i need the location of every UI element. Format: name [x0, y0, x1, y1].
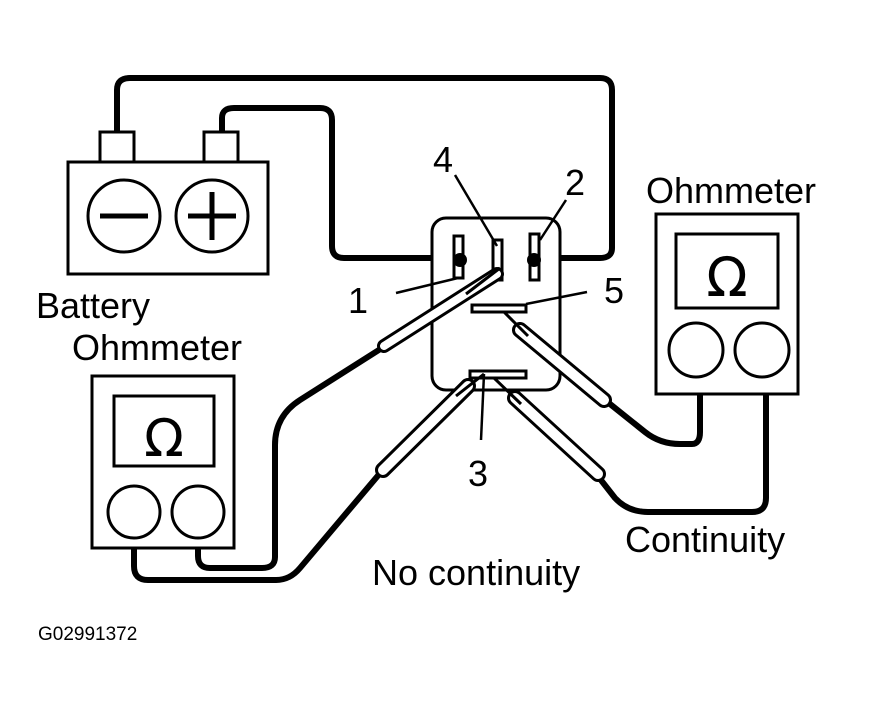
ohmmeter-right-label: Ohmmeter [646, 170, 816, 211]
battery-negative-wire [114, 75, 615, 261]
leader-4 [453, 174, 499, 247]
leader-3 [479, 373, 486, 441]
battery-positive-post [202, 130, 240, 166]
leader-2 [538, 199, 568, 241]
probe-right-terminal-3 [492, 376, 606, 482]
ohm-icon: Ω [706, 246, 747, 309]
left-meter-probe-3-wire [131, 469, 384, 583]
battery [66, 130, 270, 276]
leader-5 [525, 290, 588, 306]
ohmmeter-right-display [674, 232, 780, 310]
battery-label: Battery [36, 285, 150, 326]
battery-negative-post [98, 130, 136, 166]
left-meter-probe-4-wire [195, 345, 385, 571]
terminal-1-connection [453, 253, 467, 267]
terminal-5-label: 5 [604, 270, 624, 311]
probe-right-terminal-5 [502, 310, 612, 408]
ohmmeter-right-jack-2 [733, 321, 791, 379]
terminal-3-pin [468, 369, 528, 380]
ohmmeter-left-display [112, 394, 216, 468]
probe-left-terminal-4 [377, 266, 504, 353]
ohmmeter-left-jack-2 [170, 484, 226, 540]
right-meter-probe-3-wire [594, 367, 769, 515]
ohmmeter-left [90, 374, 236, 550]
battery-positive-wire [219, 105, 463, 261]
terminal-2-label: 2 [565, 162, 585, 203]
ohmmeter-right [654, 212, 800, 396]
leader-1 [395, 276, 459, 295]
terminal-2-connection [527, 253, 541, 267]
ohm-icon: Ω [144, 409, 184, 469]
right-meter-probe-5-wire [602, 367, 703, 447]
no-continuity-label: No continuity [372, 552, 580, 593]
ohmmeter-left-label: Ohmmeter [72, 327, 242, 368]
terminal-3-label: 3 [468, 453, 488, 494]
terminal-1-label: 1 [348, 280, 368, 321]
continuity-label: Continuity [625, 519, 785, 560]
ohmmeter-left-jack-1 [106, 484, 162, 540]
probe-left-terminal-3 [375, 372, 485, 478]
terminal-4-label: 4 [433, 139, 453, 180]
terminal-5-pin [470, 303, 528, 314]
figure-code: G02991372 [38, 624, 137, 645]
ohmmeter-right-jack-1 [667, 321, 725, 379]
